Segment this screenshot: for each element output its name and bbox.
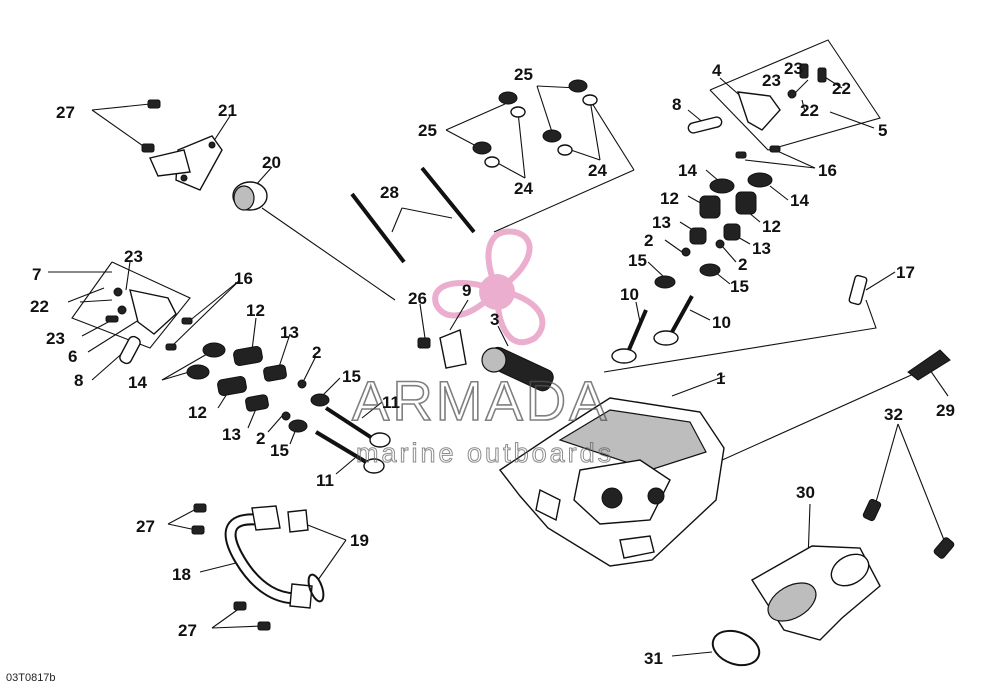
part-thermostat-housing bbox=[149, 135, 223, 191]
callout-27-top: 27 bbox=[56, 103, 75, 122]
callout-2-left-top: 2 bbox=[312, 343, 321, 362]
part-bolts-top bbox=[141, 99, 161, 153]
part-plate-9 bbox=[439, 329, 467, 369]
part-pins-left bbox=[165, 317, 193, 351]
callout-23-right-bottom: 23 bbox=[762, 71, 781, 90]
callout-12-left-top: 12 bbox=[246, 301, 265, 320]
part-sensor-17 bbox=[848, 274, 868, 306]
callout-10-top: 10 bbox=[620, 285, 639, 304]
watermark-text: ARMADA marine outboards bbox=[351, 368, 614, 468]
callout-22-right-top: 22 bbox=[832, 79, 851, 98]
part-o-ring bbox=[711, 629, 761, 667]
part-pins-right bbox=[735, 145, 781, 159]
part-valves-left bbox=[314, 406, 391, 474]
callout-4: 4 bbox=[712, 61, 722, 80]
part-cylinder-head bbox=[498, 397, 725, 567]
callout-15-left-top: 15 bbox=[342, 367, 361, 386]
callout-15-left-bottom: 15 bbox=[270, 441, 289, 460]
callout-25-left: 25 bbox=[418, 121, 437, 140]
callout-5: 5 bbox=[878, 121, 887, 140]
callout-24-left: 24 bbox=[514, 179, 533, 198]
callout-12-left-bottom: 12 bbox=[188, 403, 207, 422]
callout-27-bottom-top: 27 bbox=[136, 517, 155, 536]
callout-30: 30 bbox=[796, 483, 815, 502]
callout-10-right: 10 bbox=[712, 313, 731, 332]
callout-23-left-top: 23 bbox=[124, 247, 143, 266]
part-valve-stack-left bbox=[186, 342, 330, 433]
callout-8-top: 8 bbox=[672, 95, 681, 114]
callout-9: 9 bbox=[462, 281, 471, 300]
part-spark-plug bbox=[907, 349, 951, 381]
part-valves-right bbox=[611, 295, 694, 364]
callout-24-right: 24 bbox=[588, 161, 607, 180]
callout-13-left-top: 13 bbox=[280, 323, 299, 342]
callout-27-bottom: 27 bbox=[178, 621, 197, 640]
part-valve-retainers bbox=[472, 79, 598, 168]
part-water-pipe bbox=[224, 505, 313, 609]
callout-6: 6 bbox=[68, 347, 77, 366]
callout-14-right-left: 14 bbox=[678, 161, 697, 180]
callout-28: 28 bbox=[380, 183, 399, 202]
callout-25-right: 25 bbox=[514, 65, 533, 84]
part-intake-manifold bbox=[751, 545, 881, 641]
callout-11-top: 11 bbox=[382, 393, 400, 412]
callout-32: 32 bbox=[884, 405, 903, 424]
watermark-logo bbox=[432, 228, 546, 346]
callout-2-right-bottom: 2 bbox=[738, 255, 747, 274]
part-camshaft bbox=[481, 346, 554, 392]
callout-14-left: 14 bbox=[128, 373, 147, 392]
callout-2-left-bottom: 2 bbox=[256, 429, 265, 448]
callout-22-left: 22 bbox=[30, 297, 49, 316]
callout-23-right-top: 23 bbox=[784, 59, 803, 78]
callout-22-right-bottom: 22 bbox=[800, 101, 819, 120]
callout-13-right-left: 13 bbox=[652, 213, 671, 232]
watermark-tagline: marine outboards bbox=[356, 438, 614, 468]
callout-17: 17 bbox=[896, 263, 915, 282]
callout-13-left-bottom: 13 bbox=[222, 425, 241, 444]
callout-13-right-right: 13 bbox=[752, 239, 771, 258]
callout-29: 29 bbox=[936, 401, 955, 420]
part-bolt-26 bbox=[417, 337, 431, 349]
callout-2-right-top: 2 bbox=[644, 231, 653, 250]
part-long-bolts bbox=[350, 166, 476, 264]
part-thermostat bbox=[232, 181, 268, 211]
callout-20: 20 bbox=[262, 153, 281, 172]
part-bolts-32 bbox=[862, 498, 955, 559]
callout-3: 3 bbox=[490, 310, 499, 329]
part-rocker-arm-right bbox=[687, 63, 827, 134]
callout-19: 19 bbox=[350, 531, 369, 550]
part-bolts-bottom bbox=[191, 503, 271, 631]
callout-11-bottom: 11 bbox=[316, 471, 334, 490]
callout-1: 1 bbox=[716, 369, 725, 388]
callout-21: 21 bbox=[218, 101, 237, 120]
callout-7: 7 bbox=[32, 265, 41, 284]
callout-14-right-right: 14 bbox=[790, 191, 809, 210]
diagram-reference-code: 03T0817b bbox=[6, 672, 56, 684]
callout-12-right-left: 12 bbox=[660, 189, 679, 208]
leader-lines bbox=[48, 39, 949, 657]
callout-15-right-left: 15 bbox=[628, 251, 647, 270]
callout-16-left: 16 bbox=[234, 269, 253, 288]
watermark-brand: ARMADA bbox=[352, 369, 610, 432]
part-valve-stack-right bbox=[654, 172, 773, 289]
callout-labels: 1 2 2 2 2 3 4 5 6 7 8 8 9 10 10 11 11 12… bbox=[30, 59, 955, 668]
callout-31: 31 bbox=[644, 649, 663, 668]
callout-26: 26 bbox=[408, 289, 427, 308]
callout-8-left: 8 bbox=[74, 371, 83, 390]
callout-23-left-bottom: 23 bbox=[46, 329, 65, 348]
callout-15-right-right: 15 bbox=[730, 277, 749, 296]
part-gaskets bbox=[287, 509, 325, 603]
part-rocker-arm-left bbox=[105, 287, 177, 365]
callout-12-right-right: 12 bbox=[762, 217, 781, 236]
callout-18: 18 bbox=[172, 565, 191, 584]
callout-16-right: 16 bbox=[818, 161, 837, 180]
